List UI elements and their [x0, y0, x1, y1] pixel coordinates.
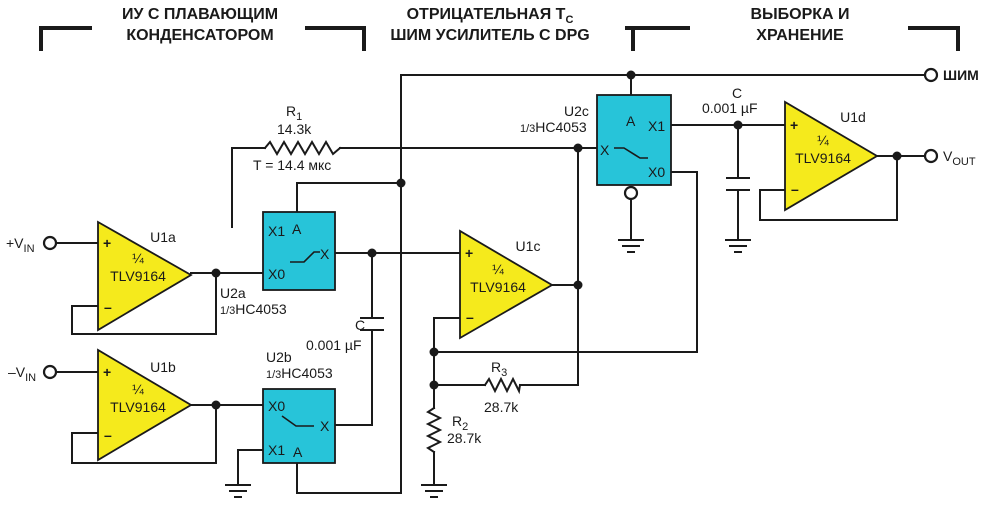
- header-section3-line2: ХРАНЕНИЕ: [756, 27, 844, 44]
- pin-x1: X1: [268, 223, 285, 239]
- header-bracket: [39, 26, 92, 51]
- minus-sign: –: [466, 309, 474, 325]
- pin-x1: X1: [648, 118, 665, 134]
- resistor-r1: [263, 140, 342, 156]
- pin-a: A: [292, 221, 302, 237]
- r3-label: R3: [491, 359, 507, 379]
- plus-sign: +: [790, 117, 798, 133]
- amp-label: U1d: [840, 109, 866, 125]
- amp-label: U1c: [516, 238, 541, 254]
- amp-label: U1a: [150, 229, 176, 245]
- pwm-label: ШИМ: [943, 67, 979, 83]
- r2-label: R2: [452, 413, 468, 433]
- wires: [55, 74, 926, 494]
- header-section2-line2: ШИМ УСИЛИТЕЛЬ С DPG: [390, 27, 589, 44]
- amp-part: TLV9164: [110, 399, 166, 415]
- c-label: C: [355, 317, 365, 333]
- amp-fraction: ¼: [132, 250, 144, 266]
- header-section3-line1: ВЫБОРКА И: [750, 6, 849, 23]
- inhibit-pin-icon: [623, 185, 639, 201]
- plus-sign: +: [103, 235, 111, 251]
- minus-sign: –: [791, 181, 799, 197]
- ground-icon: [225, 484, 251, 498]
- switch-label: U2a: [220, 285, 246, 301]
- c-value: 0.001 µF: [702, 100, 758, 116]
- plus-sign: +: [103, 364, 111, 380]
- switch-u2b: X0 X1 X A: [262, 388, 336, 464]
- pin-x1: X1: [268, 442, 285, 458]
- resistor-r2: [425, 406, 443, 454]
- vin-pos-port: [42, 235, 58, 251]
- c-value: 0.001 µF: [306, 337, 362, 353]
- vin-neg-label: –VIN: [8, 364, 36, 384]
- amp-part: TLV9164: [795, 150, 851, 166]
- pin-a: A: [293, 444, 303, 460]
- vout-port: [923, 148, 939, 164]
- plus-sign: +: [465, 245, 473, 261]
- section-headers: ИУ С ПЛАВАЮЩИМ КОНДЕНСАТОРОМ ОТРИЦАТЕЛЬН…: [39, 6, 960, 51]
- capacitor-c-mid: [360, 317, 384, 331]
- amp-fraction: ¼: [492, 261, 504, 277]
- vout-label: VOUT: [943, 148, 976, 168]
- pin-x: X: [320, 246, 330, 262]
- ground-icon: [421, 484, 447, 498]
- header-section1-line2: КОНДЕНСАТОРОМ: [126, 27, 273, 44]
- switch-label: U2b: [266, 349, 292, 365]
- r2-value: 28.7k: [447, 430, 482, 446]
- c-label: C: [732, 85, 742, 101]
- r1-note: T = 14.4 мкс: [253, 157, 331, 173]
- vin-pos-label: +VIN: [6, 235, 35, 255]
- switch-part: 1/3HC4053: [266, 365, 333, 381]
- pin-x0: X0: [268, 266, 285, 282]
- header-section2-line1: ОТРИЦАТЕЛЬНАЯ TC: [407, 6, 574, 26]
- r1-label: R1: [286, 103, 302, 123]
- ground-icon: [618, 239, 644, 253]
- pin-x: X: [600, 142, 610, 158]
- switch-u2a: X1 X0 A X: [262, 211, 336, 291]
- pin-x0: X0: [648, 164, 665, 180]
- pin-x: X: [320, 418, 330, 434]
- opamp-u1b: + – ¼ TLV9164 U1b: [97, 348, 193, 462]
- header-bracket: [908, 26, 960, 51]
- ground-icon: [725, 239, 751, 253]
- r1-value: 14.3k: [277, 121, 312, 137]
- switch-part: 1/3HC4053: [220, 301, 287, 317]
- switch-part: 1/3HC4053: [520, 119, 587, 135]
- switch-u2c: A X1 X X0: [596, 94, 672, 186]
- pin-x0: X0: [268, 398, 285, 414]
- junction-dots: [211, 70, 902, 410]
- capacitor-c-right: [726, 177, 750, 191]
- pin-a: A: [626, 113, 636, 129]
- opamp-u1c: + – ¼ TLV9164 U1c: [459, 229, 554, 340]
- amp-fraction: ¼: [817, 132, 829, 148]
- minus-sign: –: [104, 299, 112, 315]
- amp-part: TLV9164: [110, 268, 166, 284]
- r3-value: 28.7k: [484, 399, 519, 415]
- opamp-u1d: + – ¼ TLV9164 U1d: [784, 100, 879, 212]
- pwm-port: [923, 67, 939, 83]
- minus-sign: –: [104, 427, 112, 443]
- amp-part: TLV9164: [470, 279, 526, 295]
- opamp-u1a: + – ¼ TLV9164 U1a: [97, 220, 193, 332]
- switch-label: U2c: [564, 103, 589, 119]
- vin-neg-port: [42, 364, 58, 380]
- header-section1-line1: ИУ С ПЛАВАЮЩИМ: [122, 6, 278, 23]
- header-bracket: [305, 26, 366, 51]
- amp-label: U1b: [150, 359, 176, 375]
- amp-fraction: ¼: [132, 381, 144, 397]
- resistor-r3: [483, 376, 522, 395]
